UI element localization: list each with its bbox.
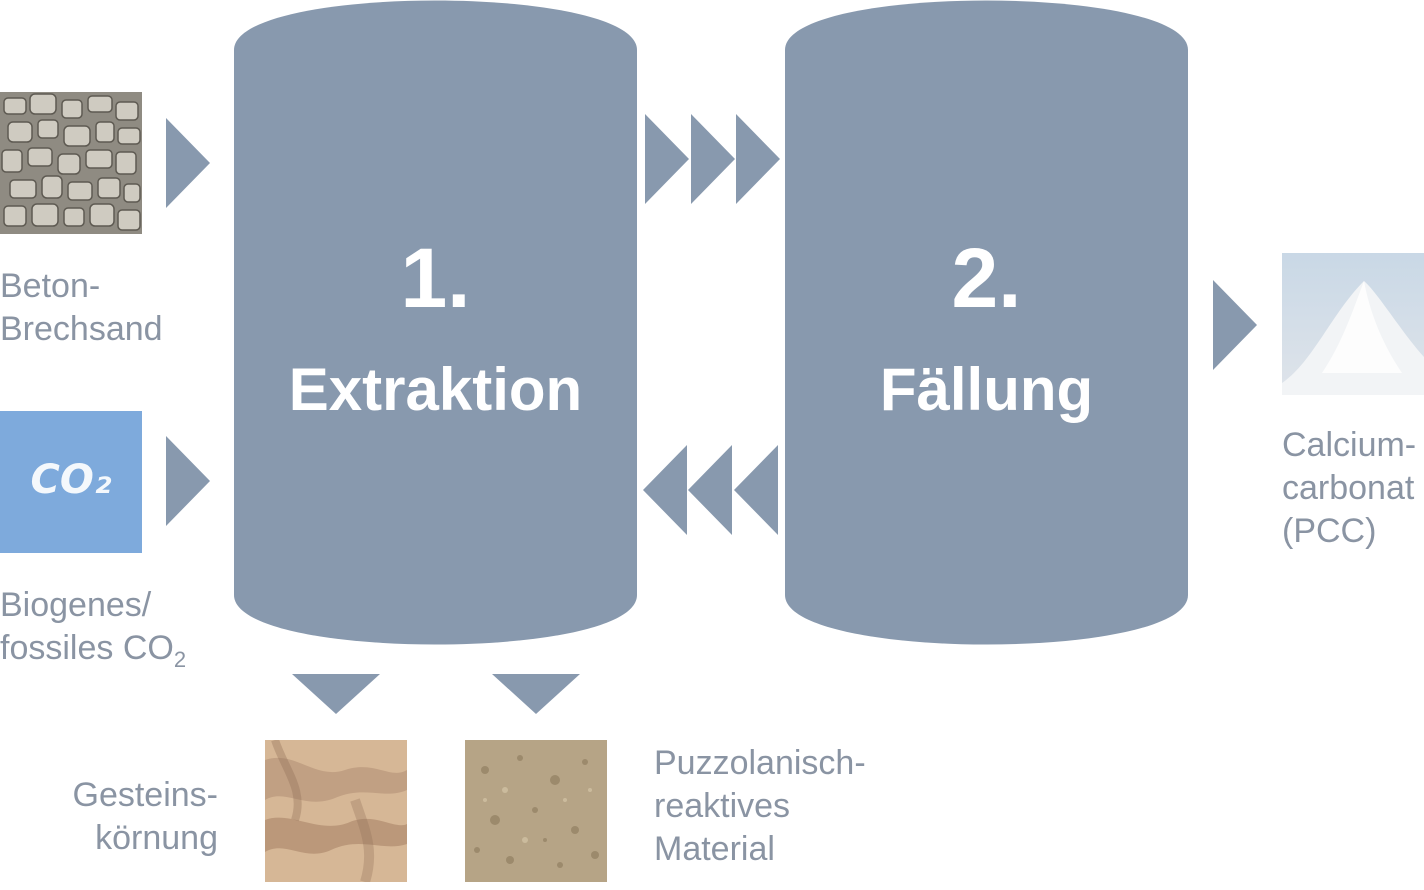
co2-label: Biogenes/ fossiles CO2 (0, 584, 186, 681)
arrow-right-icon (166, 436, 210, 526)
arrow-right-icon (166, 118, 210, 208)
arrow-down-icon (492, 674, 580, 714)
stage-1-number: 1. (400, 231, 471, 325)
pcc-label-line3: (PCC) (1282, 512, 1377, 550)
arrow-right-icon (1213, 280, 1257, 370)
co2-label-subscript: 2 (173, 646, 187, 672)
pozzolan-label-line1: Puzzolanisch- (654, 744, 866, 782)
pozzolan-label-line3: Material (654, 830, 775, 868)
aggregate-photo (265, 740, 407, 882)
pozzolan-label-line2: reaktives (654, 787, 791, 825)
pcc-label-line2: carbonat (1282, 469, 1415, 507)
pcc-label: Calcium- carbonat (PCC) (1282, 424, 1416, 553)
stage-2-name: Fällung (879, 356, 1094, 423)
arrow-left-icon (643, 445, 778, 535)
co2-photo: CO₂ (0, 411, 142, 553)
stage-1-name: Extraktion (288, 356, 583, 423)
co2-cloud-text: CO₂ (30, 457, 112, 503)
stage-2-tank: 2. Fällung (785, 0, 1188, 645)
aggregate-label-line1: Gesteins- (72, 776, 219, 814)
arrow-right-icon (645, 114, 780, 204)
co2-label-line1: Biogenes/ (0, 586, 152, 624)
pozzolan-photo (465, 740, 607, 882)
aggregate-label: Gesteins- körnung (0, 774, 219, 860)
concrete-sand-label: Beton- Brechsand (0, 265, 163, 351)
pcc-label-line1: Calcium- (1282, 426, 1417, 464)
pozzolan-label: Puzzolanisch- reaktives Material (654, 742, 866, 871)
concrete-sand-label-line1: Beton- (0, 267, 101, 305)
concrete-sand-photo (0, 92, 142, 234)
aggregate-label-line2: körnung (95, 819, 218, 857)
co2-label-main: fossiles CO (0, 629, 174, 667)
co2-label-line2: fossiles CO2 (0, 627, 186, 681)
stage-2-number: 2. (951, 231, 1022, 325)
pcc-photo (1282, 253, 1424, 395)
concrete-sand-label-line2: Brechsand (0, 310, 163, 348)
arrow-down-icon (292, 674, 380, 714)
stage-1-tank: 1. Extraktion (234, 0, 637, 645)
